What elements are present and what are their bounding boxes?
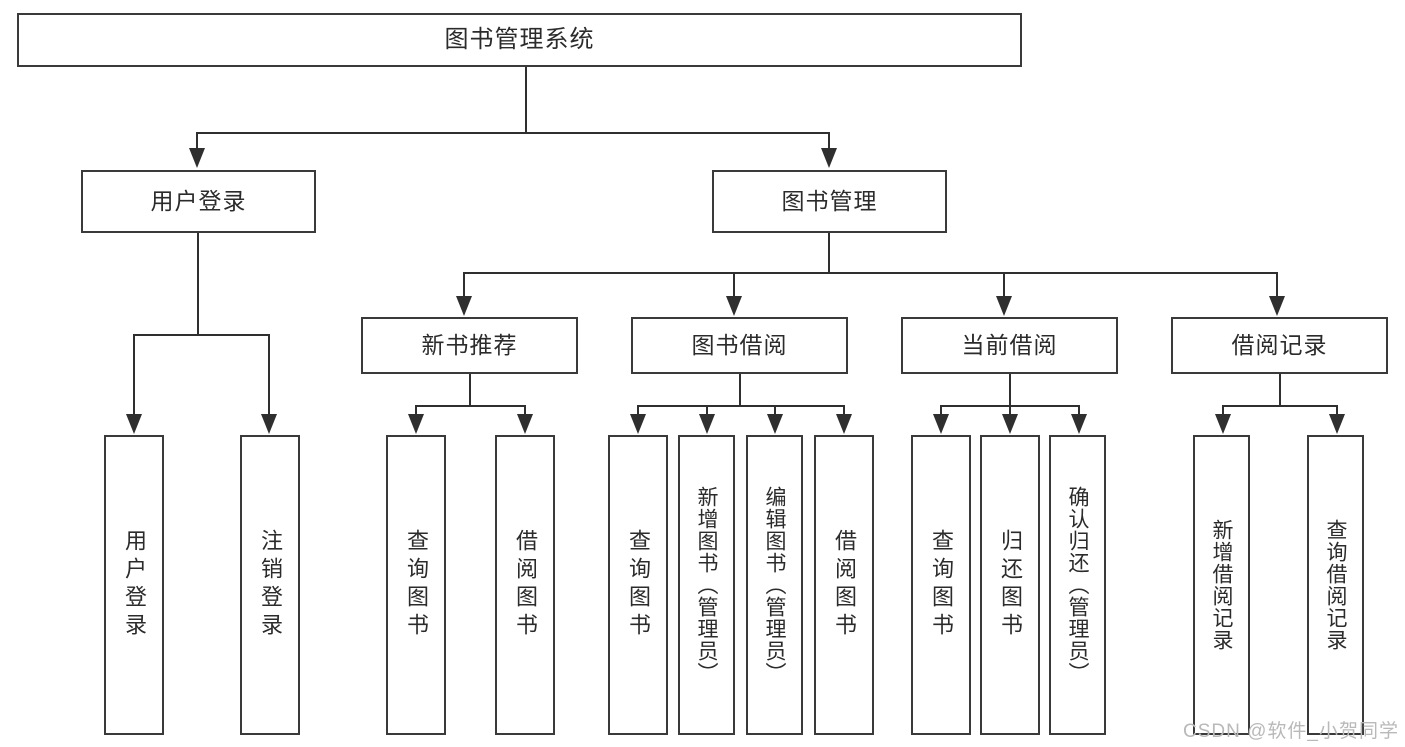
node-label: 图书借阅 <box>691 332 788 359</box>
arrowhead-cb-leaf-3 <box>1071 414 1087 434</box>
connector-cb-drop-3 <box>1078 405 1080 418</box>
arrowhead-new-book-leaf-2 <box>517 414 533 434</box>
connector-user-login-drop-1 <box>133 334 135 416</box>
leaf-query-book-current[interactable]: 查询图书 <box>911 435 971 735</box>
leaf-return-book[interactable]: 归还图书 <box>980 435 1040 735</box>
node-current-borrow[interactable]: 当前借阅 <box>901 317 1118 374</box>
leaf-user-login[interactable]: 用户登录 <box>104 435 164 735</box>
arrowhead-bb-leaf-4 <box>836 414 852 434</box>
connector-cb-drop-2 <box>1009 405 1011 418</box>
leaf-query-book-new[interactable]: 查询图书 <box>386 435 446 735</box>
node-borrow-record[interactable]: 借阅记录 <box>1171 317 1388 374</box>
node-label: 借阅记录 <box>1231 332 1328 359</box>
connector-borrow-record-bus <box>1222 405 1338 407</box>
arrowhead-cb-leaf-1 <box>933 414 949 434</box>
node-label: 编辑图书（管理员） <box>763 486 786 684</box>
leaf-add-borrow-record[interactable]: 新增借阅记录 <box>1193 435 1250 735</box>
leaf-borrow-book[interactable]: 借阅图书 <box>814 435 874 735</box>
connector-br-drop-1 <box>1222 405 1224 418</box>
connector-cb-drop-1 <box>940 405 942 418</box>
arrowhead-cb-leaf-2 <box>1002 414 1018 434</box>
connector-root-to-user-login <box>196 132 198 150</box>
arrowhead-bb-leaf-1 <box>630 414 646 434</box>
node-label: 查询图书 <box>404 529 429 641</box>
arrowhead-to-new-book <box>456 296 472 316</box>
node-label: 注销登录 <box>258 529 283 641</box>
leaf-logout[interactable]: 注销登录 <box>240 435 300 735</box>
arrowhead-to-book-management <box>821 148 837 168</box>
node-book-borrow[interactable]: 图书借阅 <box>631 317 848 374</box>
connector-root-bus <box>196 132 830 134</box>
connector-new-book-stem <box>469 374 471 407</box>
arrowhead-bb-leaf-3 <box>767 414 783 434</box>
connector-book-borrow-stem <box>739 374 741 407</box>
arrowhead-new-book-leaf-1 <box>408 414 424 434</box>
node-book-management[interactable]: 图书管理 <box>712 170 947 233</box>
leaf-add-book-admin[interactable]: 新增图书（管理员） <box>678 435 735 735</box>
node-label: 用户登录 <box>122 529 147 641</box>
node-label: 查询图书 <box>626 529 651 641</box>
connector-bb-drop-1 <box>637 405 639 418</box>
node-label: 新增图书（管理员） <box>695 486 718 684</box>
connector-bm-drop-3 <box>1003 272 1005 298</box>
node-label: 借阅图书 <box>513 529 538 641</box>
connector-bb-drop-3 <box>774 405 776 418</box>
csdn-watermark: CSDN @软件_小贺同学 <box>1183 721 1399 742</box>
connector-book-management-bus <box>463 272 1278 274</box>
leaf-query-borrow-record[interactable]: 查询借阅记录 <box>1307 435 1364 735</box>
connector-new-book-drop-1 <box>415 405 417 418</box>
connector-book-borrow-bus <box>637 405 845 407</box>
arrowhead-bb-leaf-2 <box>699 414 715 434</box>
leaf-edit-book-admin[interactable]: 编辑图书（管理员） <box>746 435 803 735</box>
connector-bb-drop-4 <box>843 405 845 418</box>
connector-root-stem <box>525 67 527 133</box>
connector-user-login-stem <box>197 233 199 336</box>
arrowhead-to-current-borrow <box>996 296 1012 316</box>
node-label: 当前借阅 <box>961 332 1058 359</box>
node-label: 查询借阅记录 <box>1324 519 1347 651</box>
node-label: 借阅图书 <box>832 529 857 641</box>
connector-user-login-bus <box>133 334 270 336</box>
connector-br-drop-2 <box>1336 405 1338 418</box>
node-label: 新增借阅记录 <box>1210 519 1233 651</box>
leaf-query-book-borrow[interactable]: 查询图书 <box>608 435 668 735</box>
node-label: 用户登录 <box>150 188 247 215</box>
arrowhead-to-borrow-record <box>1269 296 1285 316</box>
connector-root-to-book-management <box>828 132 830 150</box>
connector-bm-drop-1 <box>463 272 465 298</box>
node-label: 查询图书 <box>929 529 954 641</box>
connector-user-login-drop-2 <box>268 334 270 416</box>
connector-new-book-drop-2 <box>524 405 526 418</box>
connector-new-book-bus <box>415 405 526 407</box>
connector-borrow-record-stem <box>1279 374 1281 407</box>
node-label: 新书推荐 <box>421 332 518 359</box>
node-label: 图书管理 <box>781 188 878 215</box>
connector-current-borrow-stem <box>1009 374 1011 407</box>
leaf-confirm-return-admin[interactable]: 确认归还（管理员） <box>1049 435 1106 735</box>
arrowhead-user-login-leaf-1 <box>126 414 142 434</box>
connector-bm-drop-2 <box>733 272 735 298</box>
connector-bb-drop-2 <box>706 405 708 418</box>
node-label: 归还图书 <box>998 529 1023 641</box>
connector-bm-drop-4 <box>1276 272 1278 298</box>
arrowhead-br-leaf-2 <box>1329 414 1345 434</box>
leaf-borrow-book-new[interactable]: 借阅图书 <box>495 435 555 735</box>
node-label: 确认归还（管理员） <box>1066 486 1089 684</box>
connector-book-management-stem <box>828 233 830 274</box>
node-new-book-recommend[interactable]: 新书推荐 <box>361 317 578 374</box>
arrowhead-to-borrow-book <box>726 296 742 316</box>
node-label: 图书管理系统 <box>444 26 595 54</box>
node-root-book-management-system[interactable]: 图书管理系统 <box>17 13 1022 67</box>
arrowhead-user-login-leaf-2 <box>261 414 277 434</box>
arrowhead-to-user-login <box>189 148 205 168</box>
arrowhead-br-leaf-1 <box>1215 414 1231 434</box>
node-user-login[interactable]: 用户登录 <box>81 170 316 233</box>
